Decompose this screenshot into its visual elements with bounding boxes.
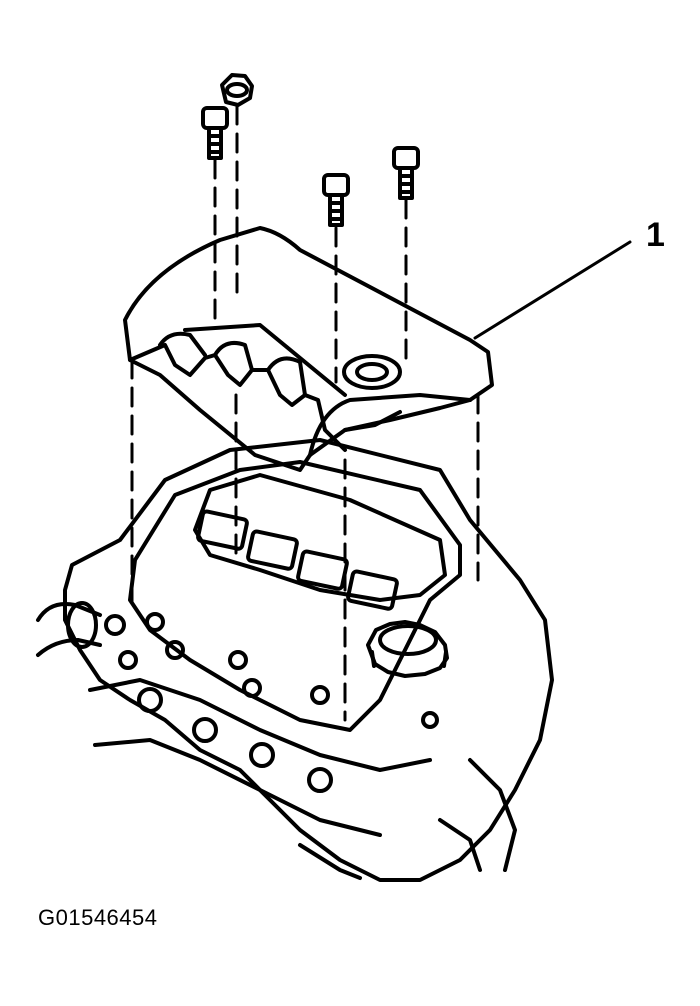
cover-bolt-c <box>392 146 420 200</box>
engine-cover <box>123 226 494 472</box>
figure-code: G01546454 <box>38 905 158 930</box>
oil-filler-cap <box>366 620 449 678</box>
cover-nut <box>220 73 254 107</box>
engine-cover-front-edge <box>128 343 347 452</box>
engine-cover-top <box>123 226 494 472</box>
cover-bolt-a <box>201 106 229 160</box>
callout-1-leader <box>473 240 632 340</box>
cover-bolt-boss <box>342 354 402 390</box>
cam-cover <box>193 473 447 602</box>
callout-1-label: 1 <box>646 216 665 254</box>
cover-bolt-b <box>322 173 350 227</box>
alignment-lines <box>130 104 480 722</box>
head-bolts <box>104 612 439 793</box>
engine-assembly <box>36 438 554 882</box>
cover-bolts <box>201 73 420 227</box>
